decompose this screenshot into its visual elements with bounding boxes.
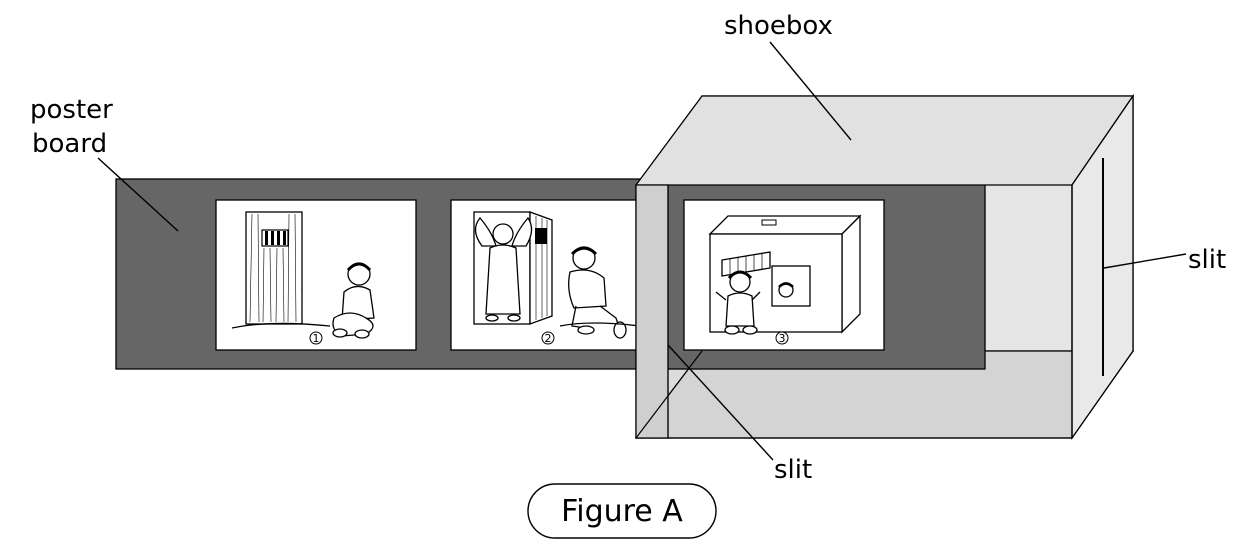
panel-number-3: 3 [775, 331, 789, 345]
figure-caption: Figure A [527, 483, 717, 539]
panel-number-2: 2 [541, 331, 555, 345]
panel-number-1: 1 [309, 331, 323, 345]
label-slit-right: slit [1103, 245, 1226, 275]
svg-text:board: board [32, 129, 107, 159]
svg-text:poster: poster [30, 95, 113, 125]
svg-text:slit: slit [1188, 245, 1226, 275]
left-slit-strip [635, 184, 669, 439]
story-panel-3: 3 [683, 199, 885, 351]
story-panel-2: 2 [450, 199, 652, 351]
svg-text:shoebox: shoebox [724, 11, 833, 41]
svg-text:slit: slit [774, 455, 812, 485]
label-poster-board: poster board [30, 95, 179, 232]
story-panel-1: 1 [215, 199, 417, 351]
svg-text:1: 1 [313, 332, 320, 345]
svg-text:2: 2 [545, 332, 552, 345]
svg-text:3: 3 [779, 332, 786, 345]
svg-text:Figure A: Figure A [561, 494, 683, 529]
shoebox [634, 93, 1135, 441]
label-shoebox: shoebox [724, 11, 852, 141]
label-slit-bottom: slit [667, 344, 812, 485]
